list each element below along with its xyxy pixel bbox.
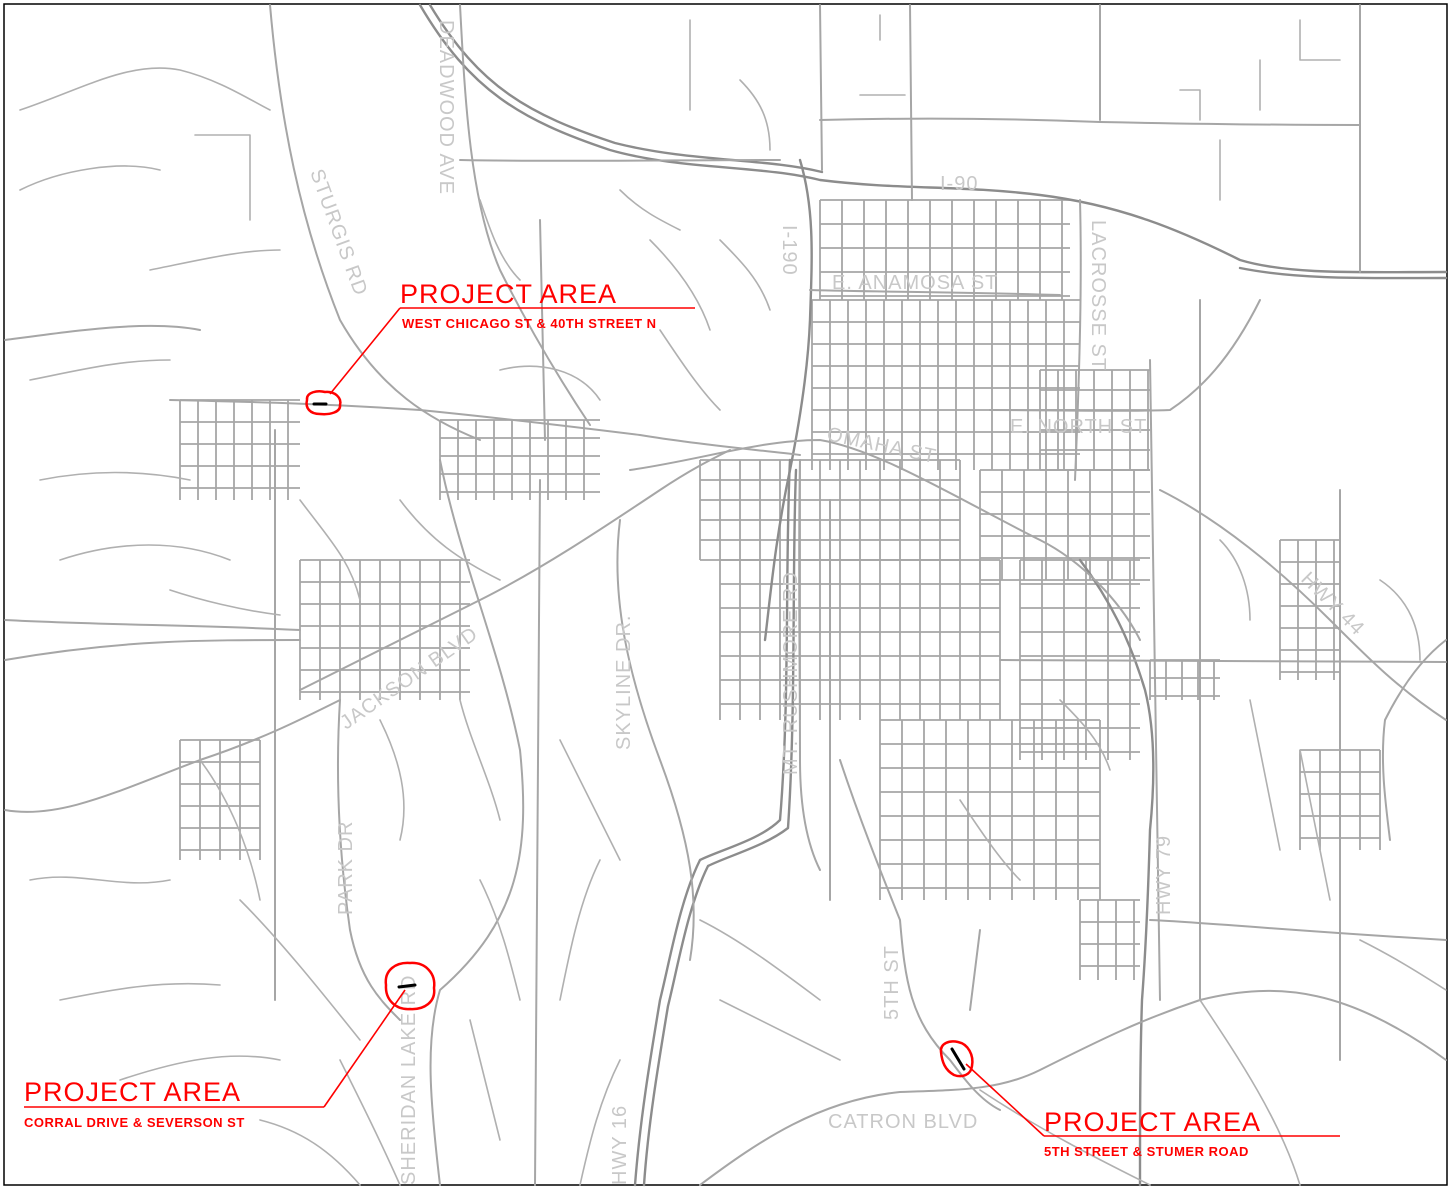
road-hwy16 [633,458,792,1187]
road-arterial-8 [909,4,913,201]
project-area-3-title: PROJECT AREA [1044,1107,1261,1137]
project-area-2-mark [397,983,417,989]
road-arterial-9 [819,4,823,171]
road-5th [839,759,1001,1111]
label-catron: CATRON BLVD [828,1111,978,1133]
road-arterial-16 [539,219,546,441]
project-area-3-circle [939,1040,974,1078]
road-sheridan [429,459,525,1186]
project-area-2: PROJECT AREA CORRAL DRIVE & SEVERSON ST [24,961,436,1130]
road-arterial-17 [534,479,541,1186]
road-arterial-4 [819,117,1361,126]
street-labels: DEADWOOD AVE STURGIS RD I-90 E. ANAMOSA … [305,20,1368,1185]
minor-roads [19,14,1447,1186]
project-area-1-circle [305,390,342,416]
road-arterial-13 [4,324,201,341]
project-area-1: PROJECT AREA WEST CHICAGO ST & 40TH STRE… [305,279,695,416]
label-mt-rushmore: MT. RUSHMORE RD [780,571,802,775]
label-fifth: 5TH ST [881,945,903,1020]
project-area-3-mark [950,1047,966,1071]
road-park [337,699,401,1021]
project-area-1-leader [329,307,401,395]
road-sturgis [269,4,481,441]
road-i90-c [1238,266,1448,280]
road-skyline [616,519,695,961]
road-north [989,299,1261,412]
label-omaha: OMAHA ST [825,423,938,468]
project-area-1-subtitle: WEST CHICAGO ST & 40TH STREET N [402,316,657,331]
project-area-2-leader [323,989,406,1108]
label-i90: I-90 [940,173,978,195]
label-i190: I-190 [778,225,800,276]
map-frame [3,3,1448,1186]
project-area-1-title: PROJECT AREA [400,279,617,309]
project-area-3-subtitle: 5TH STREET & STUMER ROAD [1044,1144,1249,1159]
project-area-2-title: PROJECT AREA [24,1077,241,1107]
road-arterial-20 [1149,359,1161,1001]
label-anamosa: E. ANAMOSA ST [832,272,998,294]
project-area-2-subtitle: CORRAL DRIVE & SEVERSON ST [24,1115,245,1130]
label-hwy79: HWY 79 [1153,835,1175,915]
project-area-2-circle [384,961,436,1011]
road-hwy79 [1078,558,1155,1187]
road-arterial-12 [4,639,301,661]
label-north: E. NORTH ST [1010,416,1147,438]
project-area-3: PROJECT AREA 5TH STREET & STUMER ROAD [939,1040,1340,1159]
label-hwy16: HWY 16 [609,1105,631,1185]
label-sturgis-rd: STURGIS RD [305,166,371,299]
label-hwy44: HWY 44 [1296,568,1368,640]
major-roads [4,3,1448,1187]
label-deadwood-ave: DEADWOOD AVE [435,20,457,195]
road-omaha [629,439,1141,641]
road-arterial-1 [999,659,1447,663]
road-arterial-3 [459,159,781,162]
label-skyline: SKYLINE DR. [613,615,635,750]
project-area-3-leader [965,1063,1045,1137]
street-grids [179,199,1381,980]
road-arterial-18 [969,929,981,1011]
road-jackson [299,449,731,691]
road-anamosa [809,289,1061,296]
road-mt-rushmore [798,459,821,871]
road-hwy44 [1159,489,1447,721]
road-i90 [418,3,1448,274]
road-i90-b [428,3,824,174]
label-park: PARK DR [335,821,357,915]
road-catron [699,989,1447,1186]
road-i190 [763,158,813,642]
road-deadwood [459,4,591,426]
road-arterial-2 [1149,919,1447,941]
road-arterial-15 [4,699,341,813]
road-hwy44-b [1381,639,1447,841]
label-lacrosse: LACROSSE ST [1087,220,1109,371]
road-hwy16-b [642,468,798,1187]
label-sheridan: SHERIDAN LAKE RD [398,975,420,1186]
road-west-chicago [169,399,801,456]
road-lacrosse [1074,199,1082,481]
road-arterial-11 [4,619,301,631]
